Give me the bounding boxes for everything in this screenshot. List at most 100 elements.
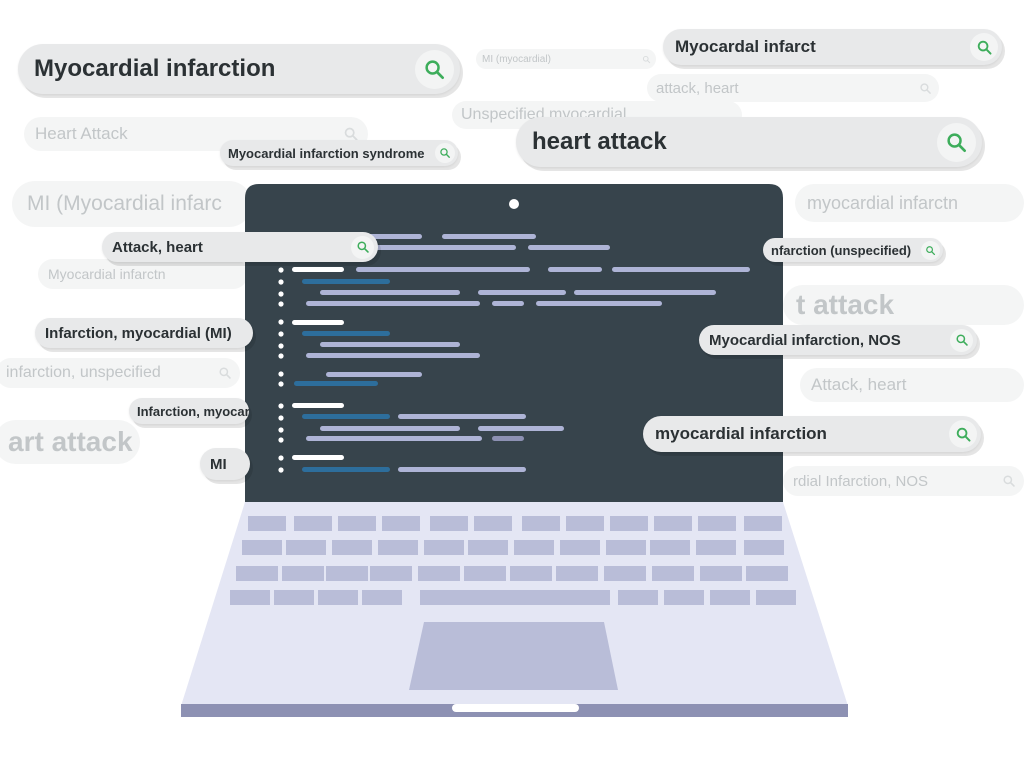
code-bullet (278, 279, 284, 285)
code-bullet (278, 403, 284, 409)
search-pill[interactable]: Myocardal infarct (663, 29, 1002, 65)
search-pill-text: MI (Myocardial infarc (27, 192, 222, 215)
search-pill-text: heart attack (532, 128, 667, 155)
key (332, 540, 372, 555)
code-line (294, 381, 378, 386)
code-bullet (278, 291, 284, 297)
code-bullet (278, 427, 284, 433)
search-pill[interactable]: Attack, heart (102, 232, 378, 262)
key (474, 516, 512, 531)
search-icon[interactable] (435, 143, 455, 163)
code-bullet (278, 381, 284, 387)
search-pill[interactable]: attack, heart (647, 74, 939, 102)
key (698, 516, 736, 531)
search-pill[interactable]: MI (myocardial) (476, 49, 656, 69)
search-pill-text: infarction, unspecified (6, 364, 161, 381)
search-pill-text: Myocardal infarct (675, 37, 816, 56)
code-line (292, 455, 344, 460)
search-pill-text: Attack, heart (112, 238, 203, 256)
key (606, 540, 646, 555)
key (560, 540, 600, 555)
search-pill-text: MI (myocardial) (482, 53, 551, 65)
search-pill[interactable]: Myocardial infarction, NOS (699, 325, 977, 355)
search-icon[interactable] (638, 51, 654, 67)
key (510, 566, 552, 581)
laptop-notch (452, 704, 579, 712)
code-bullet (278, 343, 284, 349)
key (514, 540, 554, 555)
key (282, 566, 324, 581)
key (744, 516, 782, 531)
key (696, 540, 736, 555)
search-icon[interactable] (213, 362, 236, 385)
search-icon[interactable] (937, 122, 976, 162)
code-bullet (278, 319, 284, 325)
key (664, 590, 704, 605)
key (650, 540, 690, 555)
key (430, 516, 468, 531)
code-bullet (278, 467, 284, 473)
search-pill[interactable]: myocardial infarctn (795, 184, 1024, 222)
key (756, 590, 796, 605)
key (242, 540, 282, 555)
key (274, 590, 314, 605)
search-icon[interactable] (997, 470, 1020, 493)
search-pill-text: myocardial infarction (655, 424, 827, 443)
touchpad[interactable] (409, 622, 618, 690)
search-pill-text: Infarction, myocardial (MI) (45, 324, 232, 342)
search-pill[interactable]: infarction, unspecified (0, 358, 240, 388)
code-line (302, 279, 390, 284)
code-line (612, 267, 750, 272)
key (294, 516, 332, 531)
search-pill[interactable]: myocardial infarction (643, 416, 981, 452)
code-line (320, 342, 460, 347)
code-line (292, 267, 344, 272)
search-pill[interactable]: nfarction (unspecified) (763, 238, 943, 262)
search-pill[interactable]: Attack, heart (800, 368, 1024, 402)
key (248, 516, 286, 531)
search-icon[interactable] (921, 240, 940, 260)
search-pill[interactable]: heart attack (516, 117, 982, 167)
search-pill-text: nfarction (unspecified) (771, 242, 912, 258)
search-icon[interactable] (337, 121, 364, 148)
key (236, 566, 278, 581)
key (618, 590, 658, 605)
search-pill[interactable]: MI (200, 448, 250, 480)
search-pill[interactable]: Myocardial infarction (18, 44, 460, 94)
code-line (292, 403, 344, 408)
search-pill[interactable]: Myocardial infarctn (38, 259, 248, 289)
search-pill-text: Heart Attack (35, 124, 128, 143)
search-pill[interactable]: art attack (0, 420, 140, 464)
search-icon[interactable] (415, 49, 454, 89)
key (710, 590, 750, 605)
key (652, 566, 694, 581)
code-line (306, 301, 480, 306)
search-icon[interactable] (914, 77, 936, 99)
key (418, 566, 460, 581)
search-icon[interactable] (970, 33, 998, 61)
search-pill[interactable]: Myocardial infarction syndrome (220, 140, 458, 166)
code-line (320, 426, 460, 431)
search-icon[interactable] (949, 420, 977, 448)
code-line (302, 414, 390, 419)
search-pill[interactable]: MI (Myocardial infarc (12, 181, 252, 227)
key (424, 540, 464, 555)
search-icon[interactable] (950, 328, 973, 352)
search-pill[interactable]: Infarction, myocar (129, 398, 249, 424)
code-line (326, 372, 422, 377)
key (286, 540, 326, 555)
search-pill-text: Myocardial infarction syndrome (228, 145, 425, 161)
key (556, 566, 598, 581)
key (700, 566, 742, 581)
search-pill-text: t attack (796, 289, 895, 320)
search-icon[interactable] (351, 235, 374, 259)
code-line (492, 301, 524, 306)
search-pill[interactable]: t attack (783, 285, 1024, 325)
code-bullet (278, 331, 284, 337)
key (338, 516, 376, 531)
search-pill[interactable]: rdial Infarction, NOS (783, 466, 1024, 496)
webcam-dot (509, 199, 519, 209)
search-pill[interactable]: Infarction, myocardial (MI) (35, 318, 253, 348)
code-line (292, 320, 344, 325)
key (610, 516, 648, 531)
